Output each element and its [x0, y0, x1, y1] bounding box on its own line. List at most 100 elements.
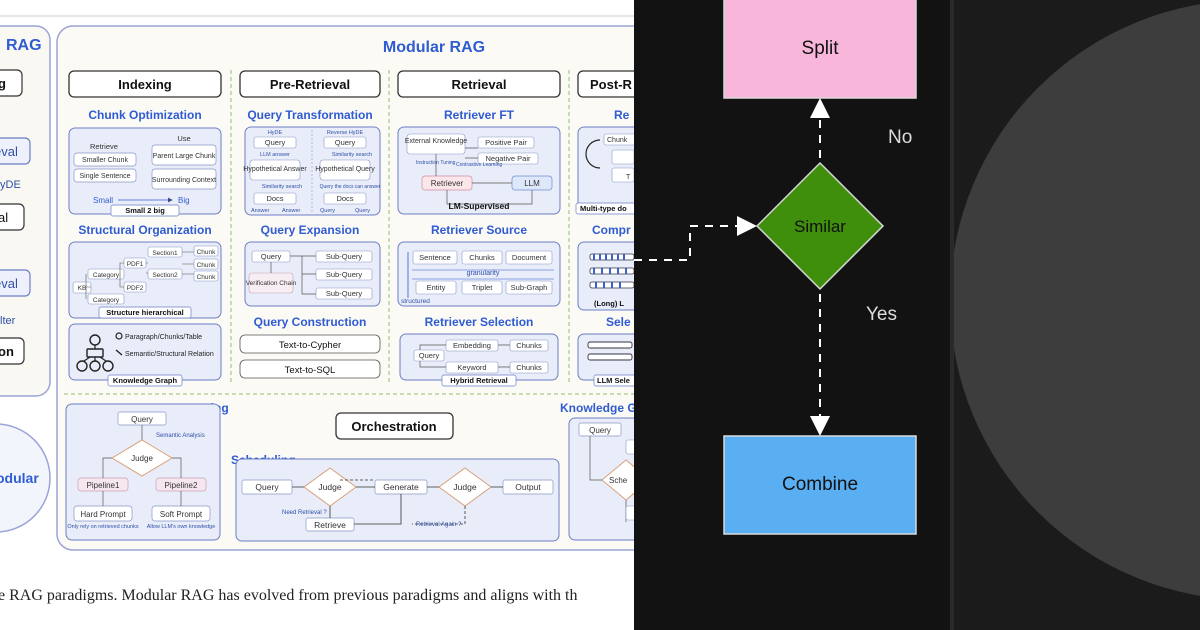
qt-sim-right: Similarity search	[332, 152, 372, 158]
post-title-1: Re	[614, 108, 630, 122]
chunk-big-label: Big	[178, 196, 190, 205]
chunk-surrounding: Surrounding Context	[152, 177, 216, 184]
post-t: T	[626, 174, 631, 181]
combine-node	[723, 435, 917, 535]
text-to-cypher-box	[239, 334, 381, 354]
edge-into-similar	[634, 216, 757, 261]
struct-chunk-1: Chunk	[197, 249, 217, 256]
left-hyde-label: yDE	[0, 179, 21, 191]
chunk-retrieve: Retrieve	[90, 142, 118, 151]
routing-query: Query	[131, 415, 153, 424]
post-retrieval-header-label: Post-R	[590, 77, 633, 92]
rs-subgraph: Sub-Graph	[511, 283, 548, 292]
flowchart-diagram: Split No Similar Yes Combine	[634, 0, 917, 535]
routing-soft-prompt: Soft Prompt	[160, 510, 203, 519]
modular-circle	[0, 423, 51, 533]
rs-chunks: Chunks	[469, 253, 495, 262]
knowledge-title: Knowledge G	[560, 401, 634, 415]
sched-judge-1: Judge	[318, 482, 341, 492]
rft-contrastive: Contrastive Learning	[456, 162, 502, 168]
qt-hyde: HyDE	[268, 130, 283, 136]
chunk-single: Single Sentence	[80, 173, 131, 180]
left-box-4-label: on	[0, 344, 14, 359]
flowchart-panel: Split No Similar Yes Combine	[634, 0, 950, 630]
left-retrieval-box	[0, 137, 31, 165]
rs-triplet: Triplet	[472, 283, 493, 292]
rsel-caption: Hybrid Retrieval	[450, 376, 508, 385]
edge-label-no: No	[888, 127, 912, 148]
qe-subquery-1: Sub-Query	[326, 252, 363, 261]
struct-org-title: Structural Organization	[78, 223, 211, 237]
kg-item-1: Paragraph/Chunks/Table	[125, 334, 202, 341]
qt-docs-left: Docs	[266, 194, 283, 203]
orchestration-header	[335, 412, 454, 440]
retriever-selection-title: Retriever Selection	[425, 315, 534, 329]
qt-llm-answer: LLM answer	[260, 152, 290, 158]
retriever-source-title: Retriever Source	[431, 223, 527, 237]
rft-caption: LM-Supervised	[449, 201, 510, 211]
left-filter-label: lter	[0, 315, 16, 327]
text-to-cypher: Text-to-Cypher	[279, 340, 341, 351]
struct-section1: Section1	[152, 250, 178, 257]
qt-query-right: Query	[335, 138, 356, 147]
modular-circle-label: odular	[0, 470, 39, 486]
combine-label: Combine	[782, 474, 858, 495]
modular-rag-figure: RAG g eval yDE al eval lter on odular Mo…	[0, 15, 634, 604]
advanced-rag-panel	[0, 25, 51, 397]
struct-kb: KB	[78, 285, 87, 292]
grey-circle	[950, 4, 1200, 596]
rsel-embedding: Embedding	[453, 341, 491, 350]
qe-verification: Verification Chain	[246, 280, 297, 287]
struct-chunk-2: Chunk	[197, 262, 217, 269]
left-box-2-label: al	[0, 210, 8, 225]
qt-query-left: Query	[265, 138, 286, 147]
struct-caption: Structure hierarchical	[106, 308, 184, 317]
struct-category-1: Category	[93, 272, 120, 279]
struct-pdf1: PDF1	[127, 261, 144, 268]
graph-icon	[76, 334, 114, 372]
sched-output: Output	[515, 482, 541, 492]
routing-hard-prompt: Hard Prompt	[80, 510, 126, 519]
routing-semantic: Semantic Analysis	[156, 433, 205, 439]
left-retrieval-label: eval	[0, 144, 18, 159]
sched-query: Query	[255, 482, 279, 492]
similar-label: Similar	[794, 217, 846, 236]
rft-positive: Positive Pair	[485, 138, 527, 147]
post-caption-1: Multi-type do	[580, 204, 627, 213]
indexing-header-label: Indexing	[118, 77, 172, 92]
modular-rag-title: Modular RAG	[383, 39, 485, 56]
qe-subquery-3: Sub-Query	[326, 289, 363, 298]
modular-rag-diagram: RAG g eval yDE al eval lter on odular Mo…	[0, 15, 634, 551]
routing-note-1: Only rely on retrieved chunks	[67, 524, 138, 530]
split-label: Split	[802, 38, 840, 59]
post-title-3: Sele	[606, 315, 631, 329]
small2big-caption: Small 2 big	[125, 206, 165, 215]
kg-item-2: Semantic/Structural Relation	[125, 351, 214, 358]
rs-document: Document	[512, 253, 547, 262]
rsel-chunks-2: Chunks	[516, 363, 542, 372]
advanced-rag-title: RAG	[6, 37, 42, 54]
struct-section2: Section2	[152, 272, 178, 279]
post-retrieval-header	[577, 70, 634, 98]
similar-node	[755, 161, 885, 291]
retrieval-header	[397, 70, 561, 98]
retriever-ft-title: Retriever FT	[444, 108, 515, 122]
qt-sim-left: Similarity search	[262, 184, 302, 190]
rs-granularity: granularity	[467, 270, 500, 277]
qt-hypo-answer: Hypothetical Answer	[243, 166, 307, 173]
qt-answer-b: Answer	[282, 208, 301, 214]
query-expansion-title: Query Expansion	[261, 223, 360, 237]
qt-hypo-query: Hypothetical Query	[315, 166, 375, 173]
sched-retrieve: Retrieve	[314, 520, 346, 530]
rft-retriever: Retriever	[431, 179, 464, 188]
knowledge-query: Query	[589, 426, 611, 435]
post-caption-2: (Long) L	[594, 299, 624, 308]
figure-caption-text: e RAG paradigms. Modular RAG has evolved…	[0, 587, 578, 604]
rs-structured: structured	[401, 298, 430, 305]
post-title-2: Compr	[592, 223, 631, 237]
qt-query-docs: Query the docs can answer	[320, 184, 381, 190]
rsel-query: Query	[419, 351, 440, 360]
indexing-header	[68, 70, 222, 98]
qt-answer-a: Answer	[251, 208, 270, 214]
orchestration-label: Orchestration	[351, 419, 436, 434]
